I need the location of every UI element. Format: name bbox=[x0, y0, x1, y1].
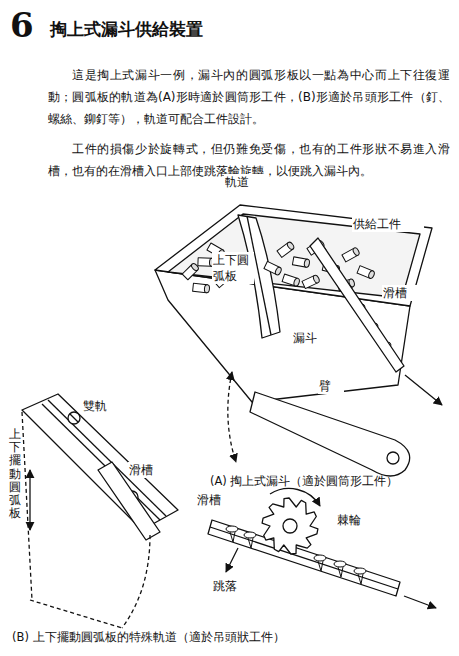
hopper-rim bbox=[155, 205, 432, 306]
workpiece bbox=[277, 241, 295, 257]
hanging-screws bbox=[226, 526, 366, 584]
workpiece bbox=[282, 274, 300, 287]
part-label: 滑槽 bbox=[382, 285, 424, 301]
part-label: 供給工件 bbox=[352, 216, 424, 232]
part-label: 軌道 bbox=[224, 174, 266, 190]
arm bbox=[250, 392, 410, 476]
part-label: 上下擺動圓弧板 bbox=[8, 428, 22, 520]
figure-caption: (A) 掏上式漏斗（適於圓筒形工件） bbox=[210, 474, 455, 490]
body-paragraph: 這是掏上式漏斗一例，漏斗內的圓弧形板以一點為中心而上下往復運動；圓弧板的軌道為(… bbox=[48, 64, 450, 131]
workpiece bbox=[357, 266, 375, 280]
figure-caption: (B) 上下擺動圓弧板的特殊軌道（適於吊頭狀工件） bbox=[12, 630, 452, 646]
workpiece bbox=[292, 257, 310, 268]
workpiece bbox=[302, 274, 320, 288]
page-title: 掏上式漏斗供給裝置 bbox=[50, 18, 430, 41]
part-label: 棘輪 bbox=[336, 512, 378, 528]
part-label: 跳落 bbox=[212, 578, 254, 594]
part-label: 上下圓弧板 bbox=[212, 252, 254, 284]
workpiece bbox=[342, 247, 360, 262]
workpiece bbox=[182, 262, 199, 279]
part-label: 漏斗 bbox=[292, 330, 334, 346]
chute-a bbox=[310, 238, 404, 372]
chute-c-flow bbox=[404, 596, 436, 608]
plate-arc bbox=[122, 535, 150, 628]
workpiece bbox=[193, 283, 210, 293]
swing-arc bbox=[228, 372, 236, 462]
section-number: 6 bbox=[10, 8, 50, 42]
workpiece bbox=[264, 261, 282, 275]
part-label: 雙軌 bbox=[82, 398, 124, 414]
workpieces bbox=[182, 239, 391, 348]
arm-pivot bbox=[387, 452, 399, 464]
part-label: 滑槽 bbox=[196, 492, 238, 508]
part-label: 臂 bbox=[318, 378, 344, 394]
part-label: 滑槽 bbox=[128, 462, 170, 478]
screw bbox=[68, 412, 80, 424]
drop-arrow bbox=[226, 548, 238, 572]
ratchet-wheel bbox=[262, 498, 318, 554]
swing-plate bbox=[22, 394, 178, 530]
chute-a-flow bbox=[405, 375, 442, 405]
